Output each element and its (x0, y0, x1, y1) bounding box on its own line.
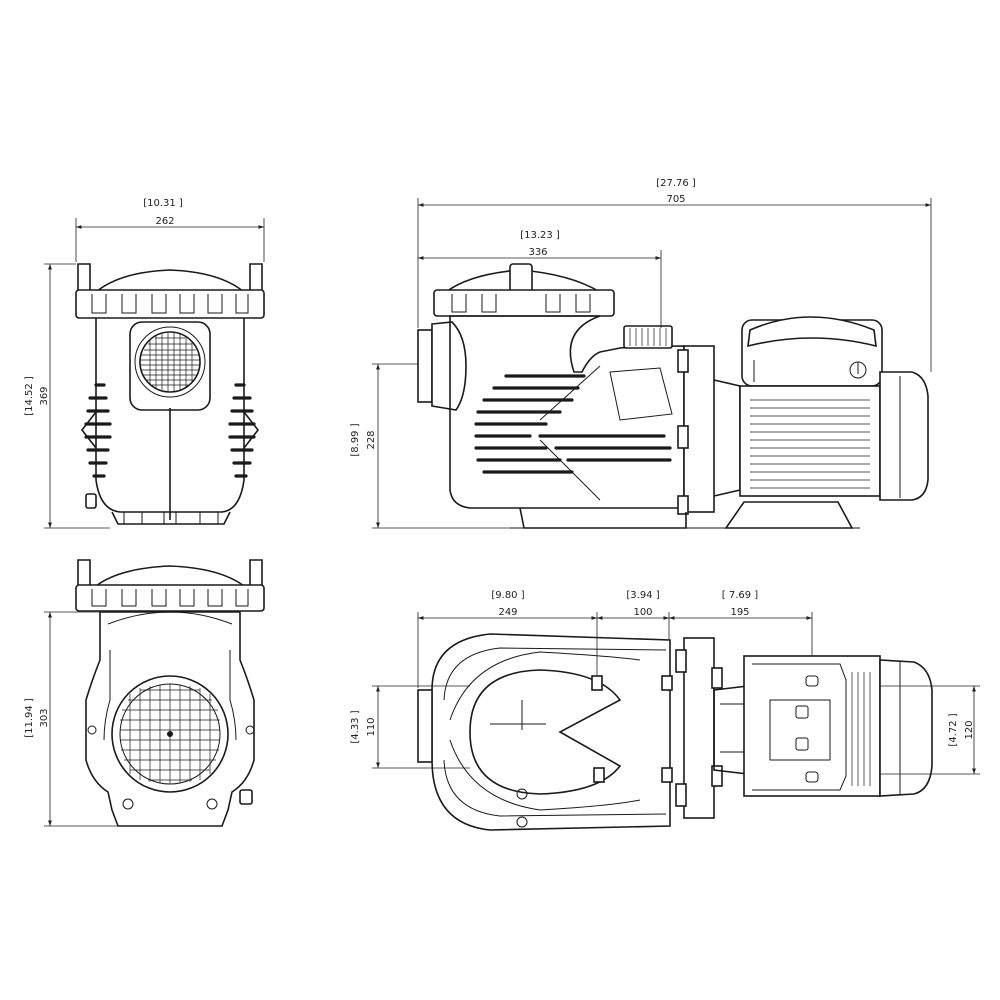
top-seg1-mm: 249 (498, 607, 517, 618)
rear-height-mm: 303 (39, 708, 50, 727)
front-view (75, 263, 265, 525)
top-left-height-mm: 110 (366, 717, 377, 736)
top-left-height-inch: [4.33 ] (350, 710, 361, 743)
front-height-inch: [14.52 ] (24, 376, 35, 416)
top-view (417, 633, 933, 831)
dimension-lines (44, 198, 980, 827)
front-width-inch: [10.31 ] (143, 198, 183, 209)
top-seg3-inch: [ 7.69 ] (722, 590, 759, 601)
side-pot-inch: [13.23 ] (520, 230, 560, 241)
front-width-mm: 262 (155, 216, 174, 227)
rear-height-inch: [11.94 ] (24, 698, 35, 738)
top-seg3-mm: 195 (730, 607, 749, 618)
top-seg1-inch: [9.80 ] (491, 590, 524, 601)
side-inlet-height-inch: [8.99 ] (350, 423, 361, 456)
side-view (417, 263, 929, 529)
side-length-mm: 705 (666, 194, 685, 205)
side-length-inch: [27.76 ] (656, 178, 696, 189)
side-inlet-height-mm: 228 (366, 430, 377, 449)
dimension-labels: [10.31 ] 262 [14.52 ] 369 [11.94 ] 303 [… (24, 178, 975, 747)
side-pot-mm: 336 (528, 247, 547, 258)
top-right-height-inch: [4.72 ] (948, 713, 959, 746)
top-right-height-mm: 120 (964, 720, 975, 739)
top-seg2-inch: [3.94 ] (626, 590, 659, 601)
rear-view (75, 559, 265, 827)
front-height-mm: 369 (39, 386, 50, 405)
top-seg2-mm: 100 (633, 607, 652, 618)
